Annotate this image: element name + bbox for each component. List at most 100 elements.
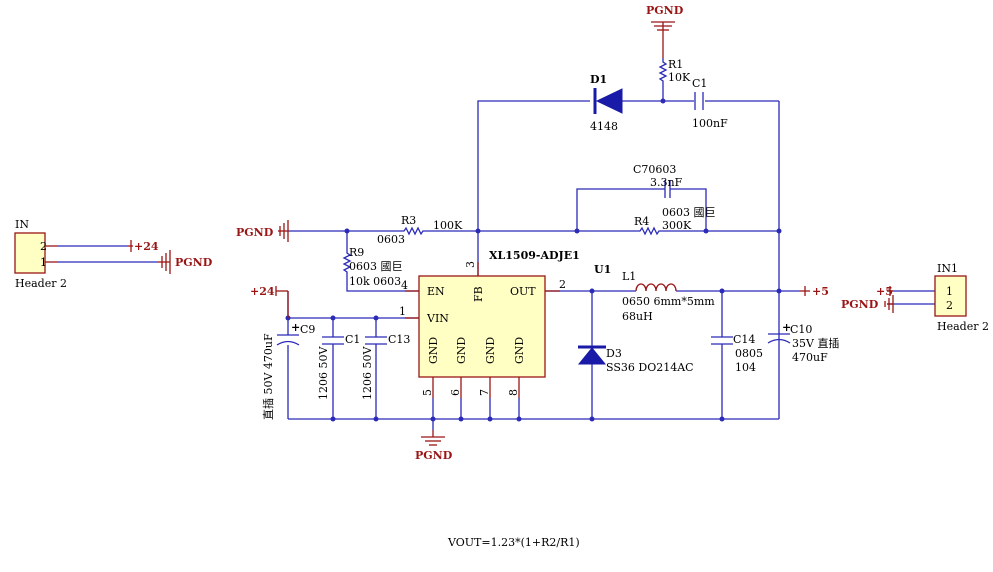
ground-icon-left xyxy=(278,220,289,242)
d3-ref: D3 xyxy=(606,347,622,360)
power-icon-24v-in xyxy=(128,240,133,252)
pgnd-top-label: PGND xyxy=(646,4,684,17)
ic-pinnum-fb: 3 xyxy=(464,261,477,268)
l1-value: 68uH xyxy=(622,310,653,323)
r4-pkg: 0603 國巨 xyxy=(662,206,716,219)
c1-top-value: 100nF xyxy=(692,117,728,130)
pgnd-in-label: PGND xyxy=(175,256,213,269)
in1-pin-bottom: 2 xyxy=(946,299,953,312)
r3-value: 100K xyxy=(433,219,463,232)
capacitor-c9: + xyxy=(276,321,300,346)
in1-ref: IN1 xyxy=(937,262,958,275)
inductor-l1 xyxy=(635,283,677,292)
formula-text: VOUT=1.23*(1+R2/R1) xyxy=(447,536,580,549)
l1-ref: L1 xyxy=(622,270,636,283)
ic-pinnum-gnd6: 6 xyxy=(449,389,462,396)
connector-in1 xyxy=(934,275,967,317)
pgnd-bottom-label: PGND xyxy=(415,449,453,462)
ic-pin-gnd6-label: GND xyxy=(455,337,468,364)
c10-value2: 470uF xyxy=(792,351,828,364)
r3-ref: R3 xyxy=(401,214,416,227)
ground-icon-in1 xyxy=(884,295,894,313)
r3-pkg: 0603 xyxy=(377,233,405,246)
ic-pinnum-gnd7: 7 xyxy=(478,389,491,396)
capacitor-c1-bottom xyxy=(322,336,344,345)
ic-pin-en-label: EN xyxy=(427,285,445,298)
c13-value: 1206 50V xyxy=(361,346,374,400)
capacitor-c1-top xyxy=(694,92,704,110)
d1-value: 4148 xyxy=(590,120,618,133)
ic-pinnum-gnd5: 5 xyxy=(421,389,434,396)
junctions xyxy=(285,98,782,422)
ic-pin-gnd7-label: GND xyxy=(484,337,497,364)
r9-value: 10k 0603 xyxy=(349,275,401,288)
ic-u1 xyxy=(405,262,560,398)
resistor-r1 xyxy=(658,58,668,86)
v24-in-label: +24 xyxy=(134,240,159,253)
in-footprint: Header 2 xyxy=(15,277,67,290)
in1-pin-top: 1 xyxy=(946,285,953,298)
ic-pin-gnd5-label: GND xyxy=(427,337,440,364)
c10-value1: 35V 直插 xyxy=(792,336,839,350)
ic-pin-fb-label: FB xyxy=(472,286,485,302)
ic-pinnum-out: 2 xyxy=(559,278,566,291)
resistor-r3 xyxy=(400,226,426,236)
v5-in1-label: +5 xyxy=(876,285,893,298)
capacitor-c14 xyxy=(711,336,733,345)
capacitor-c7 xyxy=(664,180,671,198)
r1-ref: R1 xyxy=(668,58,683,71)
ic-pin-gnd8-label: GND xyxy=(513,337,526,364)
svg-text:+: + xyxy=(291,321,300,334)
r4-value: 300K xyxy=(662,219,692,232)
c14-pkg: 0805 xyxy=(735,347,763,360)
capacitor-c13 xyxy=(365,336,387,345)
capacitor-c10: + xyxy=(767,321,791,344)
c1-bottom-ref: C1 xyxy=(345,333,360,346)
c7-value: 3.3nF xyxy=(650,176,683,189)
in-pin-bottom: 1 xyxy=(40,256,47,269)
c14-ref: C14 xyxy=(733,333,755,346)
svg-text:+: + xyxy=(782,321,791,334)
c13-ref: C13 xyxy=(388,333,410,346)
ic-pinnum-en: 4 xyxy=(401,279,408,292)
connector-in xyxy=(14,232,58,274)
diode-d1 xyxy=(593,88,623,114)
r4-ref: R4 xyxy=(634,215,649,228)
in-pin-top: 2 xyxy=(40,240,47,253)
v24-main-label: +24 xyxy=(250,285,275,298)
ground-icon-in xyxy=(158,250,171,274)
d3-value: SS36 DO214AC xyxy=(606,361,694,374)
in1-footprint: Header 2 xyxy=(937,320,989,333)
power-icon-5v-in1 xyxy=(887,286,893,296)
r1-value: 10K xyxy=(668,71,691,84)
in-ref: IN xyxy=(15,218,29,231)
c7-ref: C70603 xyxy=(633,163,676,176)
pgnd-left-label: PGND xyxy=(236,226,274,239)
ic-part-label: XL1509-ADJE1 xyxy=(489,249,580,262)
resistor-r4 xyxy=(636,226,660,236)
ground-icon-bottom xyxy=(421,430,445,446)
c14-value: 104 xyxy=(735,361,756,374)
power-icon-24v-main xyxy=(275,286,289,318)
ic-pin-out-label: OUT xyxy=(510,285,536,298)
pgnd-in1-label: PGND xyxy=(841,298,879,311)
r9-ref: R9 xyxy=(349,246,364,259)
resistor-r9 xyxy=(342,250,352,278)
power-icon-5v-out xyxy=(800,286,810,296)
c1-bottom-value: 1206 50V xyxy=(317,346,330,400)
diode-d3 xyxy=(577,345,607,365)
ic-ref-label: U1 xyxy=(594,263,611,276)
c9-ref: C9 xyxy=(300,323,315,336)
r9-pkg: 0603 國巨 xyxy=(349,260,403,273)
c10-ref: C10 xyxy=(790,323,812,336)
d1-ref: D1 xyxy=(590,73,607,86)
c1-top-ref: C1 xyxy=(692,77,707,90)
v5-out-label: +5 xyxy=(812,285,829,298)
l1-pkg: 0650 6mm*5mm xyxy=(622,295,715,308)
ic-pinnum-vin: 1 xyxy=(399,305,406,318)
ground-icon-top xyxy=(651,21,675,58)
ic-pin-vin-label: VIN xyxy=(426,312,449,325)
c9-value: 直插 50V 470uF xyxy=(261,333,275,420)
ic-pinnum-gnd8: 8 xyxy=(507,389,520,396)
